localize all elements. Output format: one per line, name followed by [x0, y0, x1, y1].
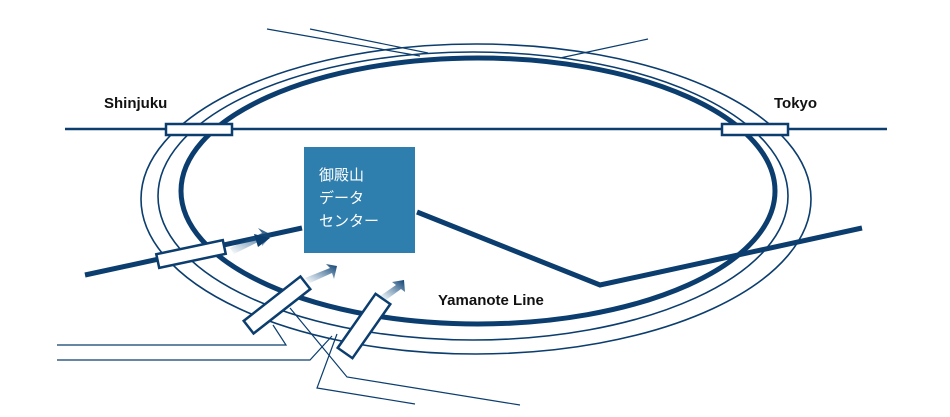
- crossing-box-1: [154, 238, 228, 270]
- thin-line-bottom-4: [316, 333, 416, 405]
- crossing-box-3: [335, 292, 393, 360]
- arrow-icon: [305, 264, 337, 283]
- datacenter-label-line: センター: [319, 212, 380, 230]
- thin-line-bottom-2: [57, 335, 333, 361]
- arrow-icon: [230, 228, 272, 254]
- thin-line-bottom-3: [289, 307, 521, 406]
- station-box-shinjuku: [164, 122, 234, 137]
- datacenter-label-line: データ: [319, 189, 365, 207]
- crossing-box-2: [241, 274, 313, 336]
- yamanote-line-track: [178, 55, 778, 327]
- station-box-tokyo: [720, 122, 790, 137]
- line-label-yamanote: Yamanote Line: [438, 292, 544, 309]
- arrow-head-icon: [254, 234, 270, 247]
- station-label-tokyo: Tokyo: [774, 95, 818, 112]
- thick-line-right: [416, 209, 863, 288]
- arrow-icon: [380, 280, 405, 300]
- datacenter-label-line: 御殿山: [319, 166, 365, 184]
- thin-line-top-1: [266, 28, 421, 57]
- thin-line-top-2: [309, 28, 429, 54]
- middle-track: [157, 51, 789, 341]
- thin-line-bottom-1: [57, 324, 288, 346]
- outer-track: [140, 43, 812, 355]
- station-label-shinjuku: Shinjuku: [104, 95, 168, 112]
- thin-line-top-3: [559, 38, 649, 59]
- datacenter-box: 御殿山 データ センター: [304, 147, 415, 253]
